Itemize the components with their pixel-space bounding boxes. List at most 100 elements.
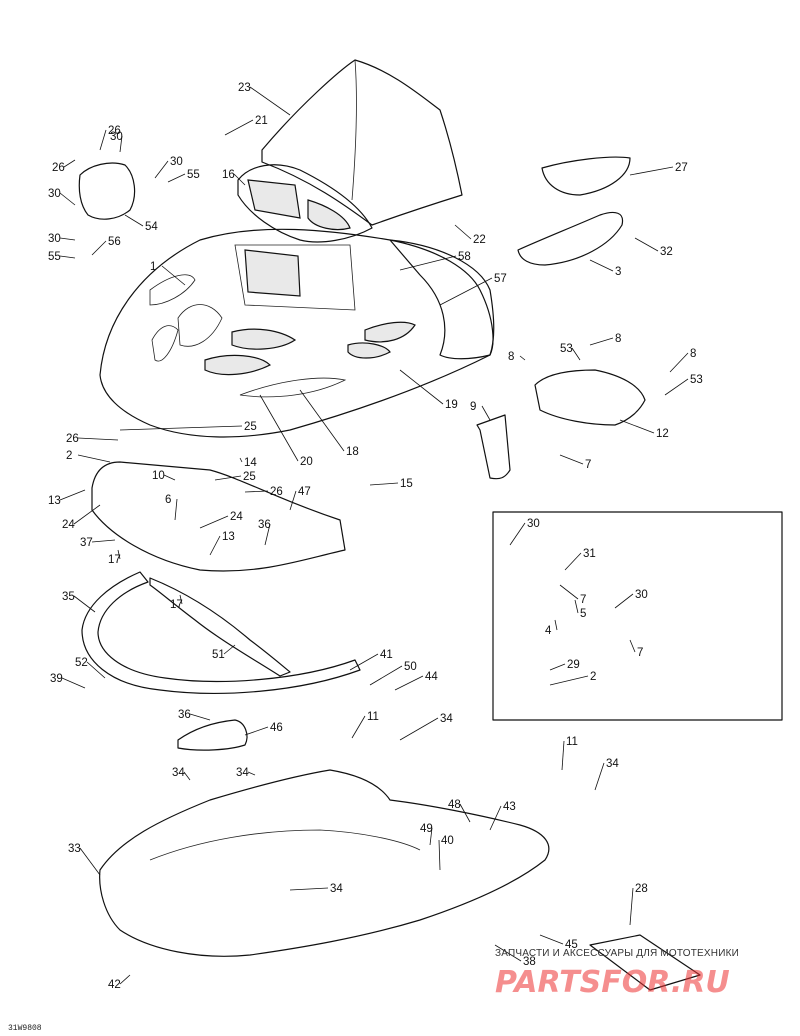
callout-leader	[73, 504, 101, 525]
callout-leader	[233, 173, 246, 186]
callout-number: 56	[108, 236, 121, 248]
callout-number: 25	[244, 421, 257, 433]
callout-number: 18	[346, 446, 359, 458]
callout-number: 36	[258, 519, 271, 531]
callout-number: 3	[615, 266, 621, 278]
callout-number: 43	[503, 801, 516, 813]
callout-leader	[224, 119, 254, 136]
callout-number: 30	[48, 188, 61, 200]
callout-number: 49	[420, 823, 433, 835]
callout-number: 30	[48, 233, 61, 245]
callout-number: 10	[152, 470, 165, 482]
callout-leader	[86, 661, 106, 679]
callout-number: 41	[380, 649, 393, 661]
callout-leader	[559, 584, 579, 600]
callout-number: 32	[660, 246, 673, 258]
callout-leader	[438, 839, 441, 871]
callout-leader	[564, 552, 582, 571]
callout-number: 37	[80, 537, 93, 549]
callout-number: 20	[300, 456, 313, 468]
callout-leader	[91, 539, 116, 543]
callout-leader	[199, 515, 229, 529]
callout-leader	[351, 715, 366, 739]
side-panel	[389, 239, 495, 360]
callout-number: 38	[523, 956, 536, 968]
callout-leader	[167, 173, 186, 183]
callout-leader	[509, 522, 526, 546]
callout-number: 55	[48, 251, 61, 263]
callout-number: 50	[404, 661, 417, 673]
callout-number: 16	[222, 169, 235, 181]
callout-number: 23	[238, 82, 251, 94]
callout-number: 34	[440, 713, 453, 725]
callout-number: 34	[330, 883, 343, 895]
callout-number: 17	[170, 599, 183, 611]
callout-leader	[554, 619, 558, 631]
callout-leader	[519, 355, 526, 361]
callout-leader	[399, 369, 444, 405]
callout-leader	[574, 599, 579, 614]
callout-leader	[264, 523, 271, 546]
callout-leader	[594, 762, 605, 791]
callout-number: 11	[566, 736, 578, 748]
callout-leader	[77, 454, 111, 463]
callout-leader	[99, 129, 107, 151]
callout-number: 47	[298, 486, 311, 498]
handle-54	[78, 162, 136, 220]
callout-leader	[429, 827, 433, 846]
callout-number: 30	[110, 131, 123, 143]
callout-leader	[571, 347, 581, 361]
callout-leader	[79, 847, 101, 876]
callout-leader	[117, 549, 121, 560]
callout-number: 2	[66, 450, 72, 462]
callout-number: 44	[425, 671, 438, 683]
callout-number: 14	[244, 457, 257, 469]
support-51	[149, 577, 291, 677]
watermark-text: ЗАПЧАСТИ И АКСЕССУАРЫ ДЛЯ МОТОТЕХНИКИ	[495, 948, 739, 959]
support-37	[91, 461, 346, 572]
callout-leader	[59, 255, 76, 259]
callout-number: 46	[270, 722, 283, 734]
callout-number: 7	[580, 594, 586, 606]
callout-number: 21	[255, 115, 268, 127]
drawing-code: 31W9808	[8, 1024, 42, 1033]
callout-leader	[394, 675, 424, 691]
bottom-pan	[99, 769, 550, 957]
callout-leader	[174, 498, 178, 521]
callout-number: 1	[150, 261, 156, 273]
callout-number: 28	[635, 883, 648, 895]
callout-number: 26	[52, 162, 65, 174]
callout-number: 5	[580, 608, 586, 620]
callout-leader	[549, 663, 566, 671]
callout-number: 26	[270, 486, 283, 498]
callout-leader	[629, 639, 636, 653]
callout-leader	[399, 717, 439, 741]
bumper-35	[81, 571, 361, 694]
callout-leader	[489, 805, 502, 831]
callout-leader	[549, 675, 589, 686]
callout-leader	[619, 419, 655, 434]
callout-leader	[454, 224, 472, 240]
callout-number: 51	[212, 649, 225, 661]
callout-leader	[73, 595, 96, 613]
callout-number: 12	[656, 428, 669, 440]
callout-number: 30	[527, 518, 540, 530]
callout-leader	[61, 677, 86, 689]
callout-number: 11	[367, 711, 379, 723]
callout-number: 24	[230, 511, 243, 523]
callout-number: 45	[565, 939, 578, 951]
callout-leader	[559, 454, 584, 465]
callout-leader	[163, 474, 176, 481]
callout-leader	[664, 378, 689, 396]
cover-27	[541, 156, 631, 196]
callout-number: 4	[545, 625, 552, 637]
callout-number: 24	[62, 519, 75, 531]
callout-leader	[209, 535, 221, 556]
bracket-46	[177, 719, 248, 751]
callout-leader	[481, 405, 491, 421]
callout-leader	[183, 771, 191, 781]
callout-leader	[119, 135, 123, 153]
callout-number: 15	[400, 478, 413, 490]
callout-leader	[349, 653, 379, 671]
callout-leader	[91, 240, 107, 256]
